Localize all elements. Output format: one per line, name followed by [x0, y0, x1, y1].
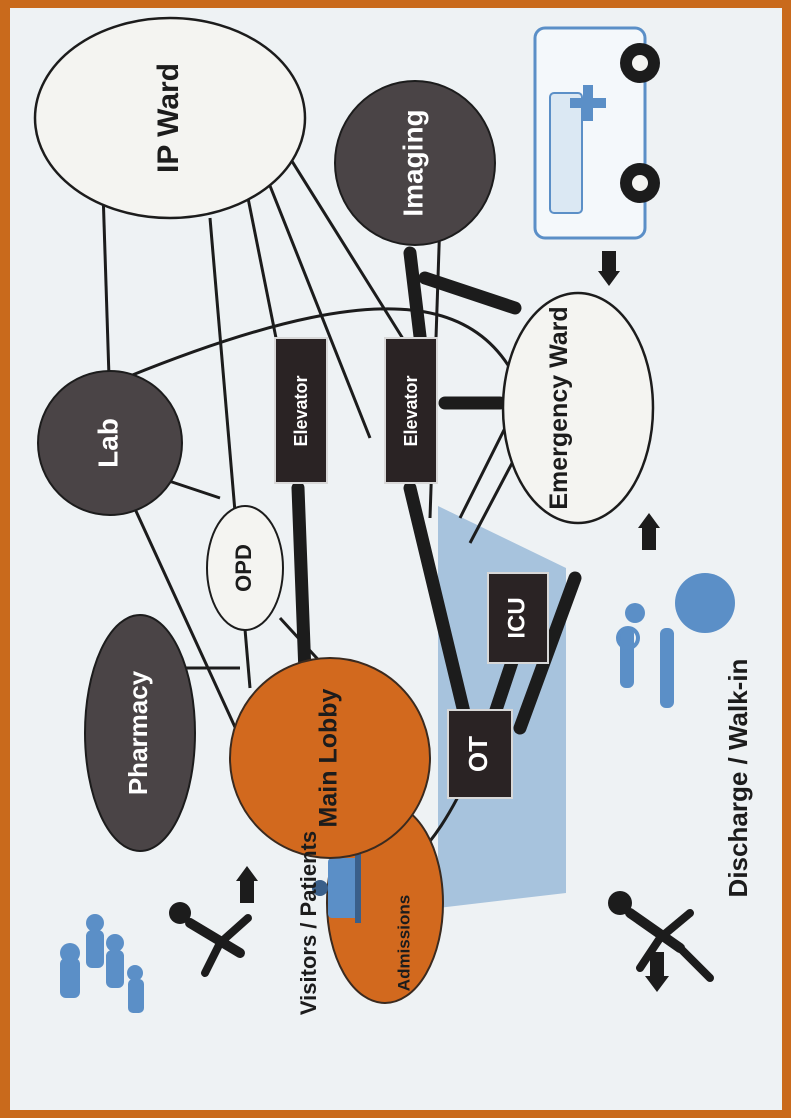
arrow-icon-ambulance	[598, 251, 620, 286]
pharmacy-node[interactable]: Pharmacy	[84, 614, 196, 852]
walking-person-icon-discharge	[608, 891, 714, 982]
opd-shape	[206, 505, 284, 631]
main-lobby-node[interactable]: Main Lobby	[229, 657, 431, 859]
visitors-patients-label: Visitors / Patients	[296, 831, 321, 1015]
wheelchair-icon	[616, 573, 735, 708]
ot-label: OT	[463, 736, 493, 772]
ot-node[interactable]: OT	[447, 709, 513, 799]
pharmacy-shape	[84, 614, 196, 852]
diagram-content: IP Ward Imaging Lab Elevator Elevator Em…	[33, 16, 753, 1015]
elevator-2-label: Elevator	[401, 375, 421, 446]
pharmacy-label: Pharmacy	[123, 670, 153, 795]
ip-ward-label: IP Ward	[152, 63, 185, 173]
icu-node[interactable]: ICU	[487, 572, 549, 664]
opd-label: OPD	[231, 544, 256, 592]
ip-ward-shape	[33, 16, 307, 220]
arrow-icon-discharge	[645, 952, 669, 992]
main-lobby-label: Main Lobby	[315, 688, 343, 827]
elevator-2-box	[384, 337, 438, 484]
people-group-icon	[60, 914, 144, 1013]
walking-person-icon-visitors	[169, 902, 252, 977]
elevator-node-2[interactable]: Elevator	[384, 337, 438, 484]
arrow-icon-walkin	[638, 513, 660, 550]
imaging-label: Imaging	[397, 109, 428, 216]
emergency-ward-line-1: Emergency Ward	[545, 306, 573, 509]
elevator-1-box	[274, 337, 328, 484]
opd-node[interactable]: OPD	[206, 505, 284, 631]
imaging-node[interactable]: Imaging	[334, 80, 496, 246]
emergency-ward-label: Emergency Ward	[545, 306, 573, 509]
ambulance-icon	[533, 26, 660, 240]
admissions-label: Admissions	[394, 895, 413, 991]
emergency-ward-node[interactable]: Emergency Ward	[501, 291, 655, 525]
icu-label: ICU	[503, 597, 530, 638]
emergency-ward-shape	[501, 291, 655, 525]
elevator-node-1[interactable]: Elevator	[274, 337, 328, 484]
ot-box	[447, 709, 513, 799]
arrow-icon-visitors	[236, 866, 258, 903]
main-lobby-shape	[229, 657, 431, 859]
lab-label: Lab	[92, 418, 123, 468]
ip-ward-node[interactable]: IP Ward	[33, 16, 307, 220]
icu-box	[487, 572, 549, 664]
lab-shape	[37, 370, 183, 516]
discharge-walkin-label: Discharge / Walk-in	[723, 659, 753, 898]
lab-node[interactable]: Lab	[37, 370, 183, 516]
imaging-shape	[334, 80, 496, 246]
receptionist-icon	[312, 853, 361, 923]
elevator-1-label: Elevator	[291, 375, 311, 446]
